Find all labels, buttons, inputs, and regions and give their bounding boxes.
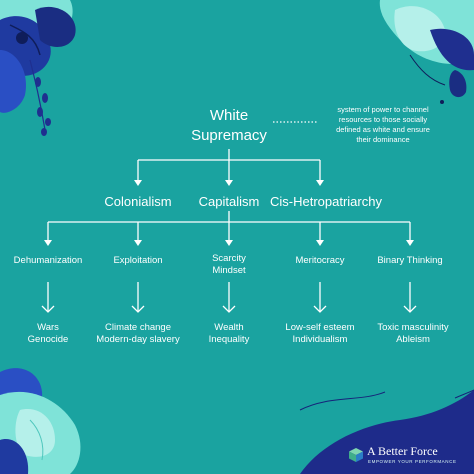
mechanism-line: Scarcity (212, 253, 246, 264)
definition-line-4: their dominance (356, 135, 410, 144)
down-arrow-2 (131, 282, 145, 313)
mechanism-line: Meritocracy (295, 255, 345, 266)
mechanism-meritocracy: Meritocracy (280, 255, 360, 267)
outcome-line: Wars (37, 322, 59, 333)
brand-logo: A Better Force EMPOWER YOUR PERFORMANCE (348, 443, 470, 467)
outcome-climate-slavery: Climate change Modern-day slavery (88, 322, 188, 346)
outcome-line: Low-self esteem (285, 322, 355, 333)
root-title-line-1: White (209, 107, 249, 124)
down-arrow-3 (222, 282, 236, 313)
arrowhead-level2-2 (225, 180, 233, 186)
outcome-line: Genocide (27, 334, 69, 345)
definition-line-3: defined as white and ensure (336, 125, 430, 134)
arrowhead-level3-5 (406, 240, 414, 246)
top-left-flower-decoration (0, 0, 76, 136)
brand-tagline: EMPOWER YOUR PERFORMANCE (368, 459, 457, 464)
mechanism-line: Dehumanization (13, 255, 83, 266)
brand-wave-decoration (299, 389, 474, 474)
outcome-line: Inequality (208, 334, 250, 345)
arrowhead-level3-2 (134, 240, 142, 246)
arrowhead-level3-3 (225, 240, 233, 246)
outcome-line: Ableism (396, 334, 430, 345)
outcome-wealth-inequality: Wealth Inequality (189, 322, 269, 346)
outcome-line: Wealth (214, 322, 244, 333)
arrowhead-level3-1 (44, 240, 52, 246)
definition-line-2: resources to those socially (338, 115, 428, 124)
cube-icon (349, 448, 363, 462)
system-capitalism: Capitalism (198, 194, 260, 209)
arrowhead-level2-3 (316, 180, 324, 186)
definition-line-1: system of power to channel (337, 105, 429, 114)
top-right-flower-decoration (379, 0, 474, 104)
outcome-line: Toxic masculinity (377, 322, 449, 333)
arrowhead-level3-4 (316, 240, 324, 246)
mechanism-line: Mindset (212, 265, 246, 276)
root-definition: system of power to channel resources to … (318, 105, 448, 145)
mechanism-binary-thinking: Binary Thinking (365, 255, 455, 267)
system-cis-hetropatriarchy: Cis-Hetropatriarchy (270, 194, 382, 209)
system-colonialism: Colonialism (104, 194, 172, 209)
mechanism-exploitation: Exploitation (98, 255, 178, 267)
root-node-title: White Supremacy (179, 106, 279, 146)
down-arrow-4 (313, 282, 327, 313)
root-title-line-2: Supremacy (191, 127, 267, 144)
bottom-left-flower-decoration (0, 368, 81, 474)
outcome-masculinity-ableism: Toxic masculinity Ableism (368, 322, 458, 346)
mechanism-scarcity-mindset: Scarcity Mindset (189, 253, 269, 277)
mechanism-dehumanization: Dehumanization (8, 255, 88, 267)
mechanism-line: Binary Thinking (377, 255, 443, 266)
outcome-line: Individualism (292, 334, 348, 345)
outcome-wars-genocide: Wars Genocide (8, 322, 88, 346)
outcome-line: Modern-day slavery (96, 334, 180, 345)
mechanism-line: Exploitation (113, 255, 163, 266)
arrowhead-level2-1 (134, 180, 142, 186)
outcome-line: Climate change (104, 322, 171, 333)
down-arrow-5 (403, 282, 417, 313)
down-arrow-1 (41, 282, 55, 313)
outcome-selfesteem-individualism: Low-self esteem Individualism (275, 322, 365, 346)
brand-name: A Better Force (367, 444, 438, 458)
